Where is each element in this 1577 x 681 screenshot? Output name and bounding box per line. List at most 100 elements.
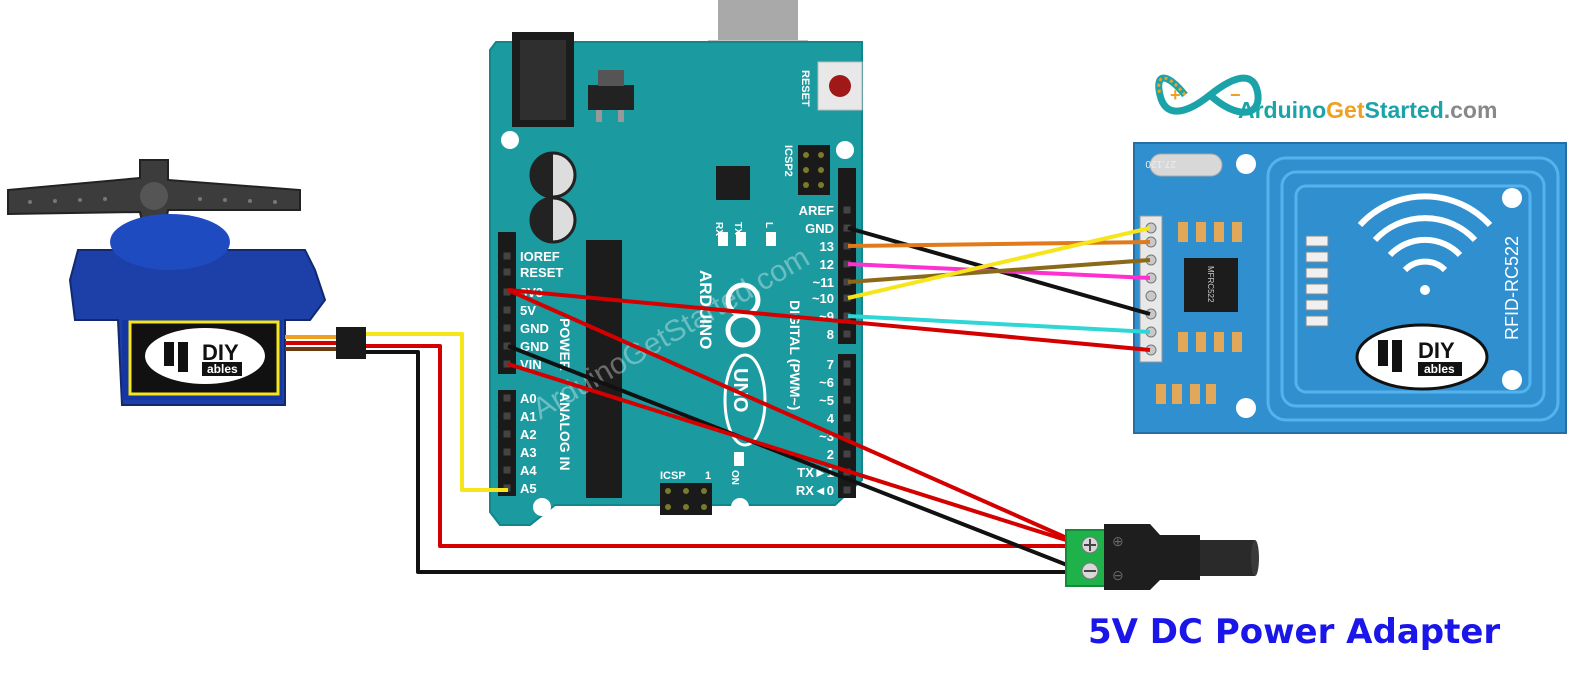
digital-pin[interactable]: [843, 396, 851, 404]
svg-text:−: −: [1230, 85, 1241, 105]
digital-pin-label: AREF: [799, 203, 834, 218]
servo-cable: [285, 327, 366, 359]
logo-text: ArduinoGetStarted.com: [1238, 97, 1497, 123]
digital-pin-label: ~6: [819, 375, 834, 390]
digital-section-label: DIGITAL (PWM~): [787, 300, 803, 410]
digital-pin-label: RX◄0: [796, 483, 834, 498]
wire-servo-signal: [366, 332, 508, 492]
rfid-pin[interactable]: [1145, 290, 1157, 302]
digital-pin-label: 7: [827, 357, 834, 372]
crystal-label: 27.120: [1145, 158, 1176, 169]
wire-arduino-vin: [507, 362, 1086, 548]
power-pin[interactable]: [503, 288, 511, 296]
icsp2-header: [798, 145, 830, 195]
wire-rfid-sck: [847, 240, 1151, 248]
digital-pin-label: 2: [827, 447, 834, 462]
wire-rfid-ss: [847, 226, 1151, 300]
digital-pin[interactable]: [843, 414, 851, 422]
analog-pin[interactable]: [503, 430, 511, 438]
diyables-logo: DIY ables: [1355, 323, 1489, 391]
rfid-model-label: RFID-RC522: [1502, 236, 1522, 340]
l-led-label: L: [763, 222, 774, 228]
icsp2-label: ICSP2: [782, 145, 794, 177]
power-pin[interactable]: [503, 268, 511, 276]
adapter-plus-mark: ⊕: [1112, 533, 1124, 549]
servo-motor: DIY ables: [7, 159, 366, 406]
wire-rfid-vcc: [507, 288, 1151, 352]
rx-led-label: RX: [713, 222, 724, 236]
chip-label: MFRC522: [1206, 266, 1215, 303]
digital-pin[interactable]: [843, 278, 851, 286]
arduino-infinity-icon: [725, 282, 761, 348]
power-pin-label: IOREF: [520, 249, 560, 264]
digital-pin[interactable]: [843, 360, 851, 368]
digital-pin[interactable]: [843, 206, 851, 214]
on-led-label: ON: [729, 470, 740, 485]
power-pin[interactable]: [503, 360, 511, 368]
wire-rfid-mosi: [847, 258, 1151, 284]
adapter-body: [1104, 524, 1200, 590]
power-section-label: POWER: [557, 318, 573, 371]
diyables-top: DIY: [1418, 338, 1455, 363]
digital-header-top: [838, 168, 856, 344]
digital-pin-label: ~5: [819, 393, 834, 408]
wire-servo-vcc: [366, 344, 1085, 548]
atmega-chip: [586, 240, 622, 498]
adapter-barrel: [1200, 540, 1255, 576]
digital-pin[interactable]: [843, 224, 851, 232]
reset-button[interactable]: [817, 61, 863, 111]
digital-pin[interactable]: [843, 378, 851, 386]
uno-label: UNO: [729, 368, 751, 412]
rfid-rc522-module: 27.120 MFRC522 RFID-RC522 DIY: [1133, 142, 1567, 434]
digital-pin-label: 12: [820, 257, 834, 272]
power-pin[interactable]: [503, 252, 511, 260]
diyables-bottom: ables: [1424, 362, 1455, 376]
wire-arduino-5v: [507, 288, 1086, 548]
icsp-label: ICSP: [660, 470, 686, 482]
analog-pin[interactable]: [503, 448, 511, 456]
adapter-minus-mark: ⊖: [1112, 567, 1124, 583]
servo-diyables-top: DIY: [202, 340, 239, 365]
pin-holes: [503, 206, 851, 494]
crystal: [1149, 153, 1223, 177]
analog-header: [498, 390, 516, 496]
digital-pin[interactable]: [843, 486, 851, 494]
rfid-header: [1139, 215, 1163, 363]
analog-pin-label: A0: [520, 391, 537, 406]
digital-pin-label: GND: [805, 221, 834, 236]
power-pin[interactable]: [503, 324, 511, 332]
digital-pin[interactable]: [843, 242, 851, 250]
wires: [366, 226, 1151, 574]
rfid-wave-icon: [1357, 193, 1493, 295]
analog-pin-label: A5: [520, 481, 537, 496]
analog-pin[interactable]: [503, 412, 511, 420]
digital-pin-label: ~11: [813, 275, 834, 290]
digital-pin-label: 13: [820, 239, 834, 254]
analog-pin-label: A4: [520, 463, 537, 478]
wire-servo-gnd: [366, 350, 1085, 574]
digital-pin[interactable]: [843, 330, 851, 338]
power-pin[interactable]: [503, 306, 511, 314]
servo-connector: [336, 327, 366, 359]
analog-pin-label: A3: [520, 445, 537, 460]
digital-pin[interactable]: [843, 294, 851, 302]
servo-diyables-logo: DIY ables: [145, 328, 265, 384]
digital-pin-label: ~10: [812, 291, 834, 306]
wire-rfid-rst: [847, 314, 1151, 334]
analog-pin[interactable]: [503, 394, 511, 402]
analog-pin[interactable]: [503, 466, 511, 474]
power-pin[interactable]: [503, 342, 511, 350]
analog-pin-label: A2: [520, 427, 537, 442]
digital-header-bottom: [838, 354, 856, 498]
power-pin-label: GND: [520, 321, 549, 336]
digital-pin[interactable]: [843, 432, 851, 440]
digital-pin[interactable]: [843, 260, 851, 268]
analog-pin-label: A1: [520, 409, 537, 424]
digital-pin[interactable]: [843, 312, 851, 320]
power-pin-label: 5V: [520, 303, 536, 318]
infinity-logo-icon: + −: [1155, 74, 1262, 116]
digital-pin[interactable]: [843, 450, 851, 458]
